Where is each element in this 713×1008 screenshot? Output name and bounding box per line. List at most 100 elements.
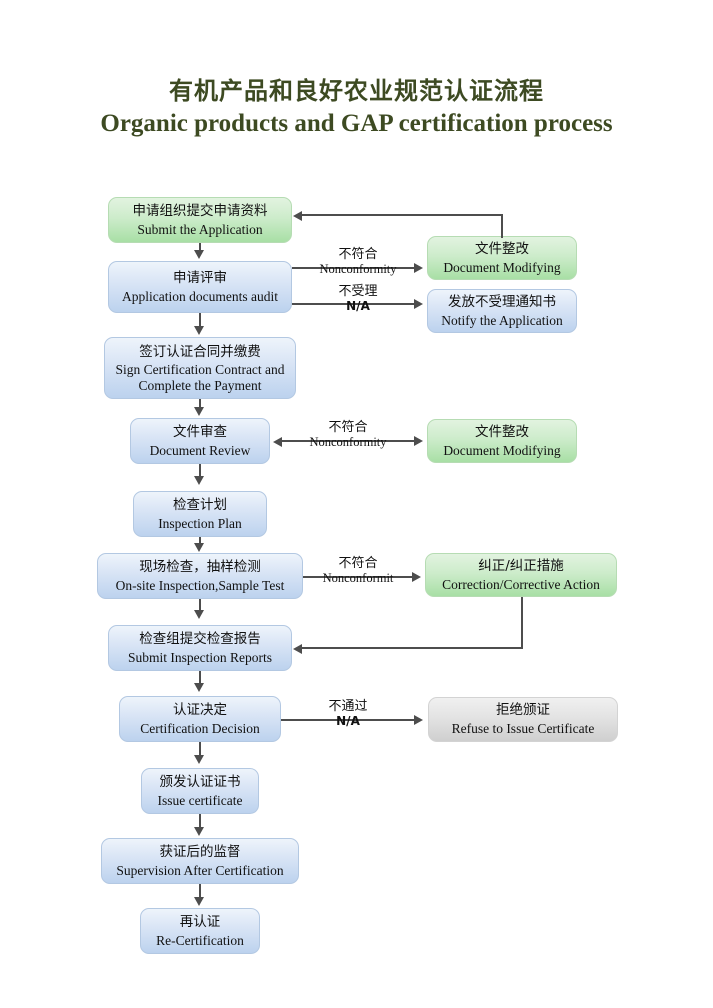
arrowhead-down — [194, 543, 204, 552]
connector-review-to-plan — [199, 464, 201, 478]
node-label-en: Certification Decision — [140, 720, 260, 736]
node-sign-contract[interactable]: 签订认证合同并缴费 Sign Certification Contract an… — [104, 337, 296, 399]
edge-label-cn: 不受理 — [338, 284, 378, 299]
node-document-modifying-1[interactable]: 文件整改 Document Modifying — [427, 236, 577, 280]
node-label-cn: 纠正/纠正措施 — [478, 557, 564, 574]
arrowhead-right — [414, 436, 423, 446]
node-label-en: Submit Inspection Reports — [128, 649, 272, 665]
connector-plan-to-onsite — [199, 537, 201, 546]
node-refuse-certificate[interactable]: 拒绝颁证 Refuse to Issue Certificate — [428, 697, 618, 742]
arrowhead-down — [194, 755, 204, 764]
connector-reports-to-decision — [199, 671, 201, 685]
node-label-en: Refuse to Issue Certificate — [451, 721, 595, 736]
node-label-cn: 认证决定 — [173, 701, 227, 718]
edge-label-cn: 不符合 — [338, 247, 378, 262]
edge-label-en: Nonconformity — [309, 435, 387, 449]
connector-decision-to-issue — [199, 742, 201, 757]
edge-label-en: N/A — [346, 299, 370, 313]
node-label-cn: 签订认证合同并缴费 — [139, 343, 261, 360]
connector-correction-feedback-vertical — [521, 597, 523, 648]
edge-label-audit-nonconformity: 不符合 Nonconformity — [303, 247, 413, 277]
arrowhead-down — [194, 476, 204, 485]
page-title: 有机产品和良好农业规范认证流程 Organic products and GAP… — [0, 76, 713, 140]
node-label-cn: 申请评审 — [173, 269, 227, 286]
connector-submit-to-audit — [199, 243, 201, 252]
arrowhead-down — [194, 897, 204, 906]
connector-onsite-to-reports — [199, 599, 201, 612]
edge-label-en: N/A — [336, 714, 360, 728]
node-label-en: Supervision After Certification — [116, 862, 284, 878]
node-label-en: Notify the Application — [441, 312, 563, 328]
node-label-en: Re-Certification — [156, 932, 244, 948]
arrowhead-down — [194, 683, 204, 692]
page-title-english: Organic products and GAP certification p… — [100, 110, 613, 137]
node-label-en: Correction/Corrective Action — [442, 576, 600, 592]
connector-issue-to-supervision — [199, 814, 201, 829]
node-label-en: Document Modifying — [443, 259, 561, 275]
connector-modifying-feedback-horizontal — [302, 214, 503, 216]
connector-audit-to-contract — [199, 313, 201, 328]
node-label-en: Submit the Application — [137, 221, 263, 237]
node-label-cn: 文件整改 — [475, 423, 529, 440]
node-label-cn: 检查组提交检查报告 — [139, 630, 261, 647]
node-label-cn: 发放不受理通知书 — [448, 293, 556, 310]
arrowhead-right — [414, 715, 423, 725]
arrowhead-right — [414, 263, 423, 273]
arrowhead-down — [194, 827, 204, 836]
node-notify-application[interactable]: 发放不受理通知书 Notify the Application — [427, 289, 577, 333]
connector-decision-to-refuse — [281, 719, 415, 721]
connector-contract-to-review — [199, 399, 201, 409]
connector-review-modifying — [282, 440, 415, 442]
edge-label-en: Nonconformity — [319, 262, 397, 276]
node-inspection-plan[interactable]: 检查计划 Inspection Plan — [133, 491, 267, 537]
node-recertification[interactable]: 再认证 Re-Certification — [140, 908, 260, 954]
arrowhead-down — [194, 407, 204, 416]
node-document-review[interactable]: 文件审查 Document Review — [130, 418, 270, 464]
node-label-cn: 检查计划 — [173, 496, 227, 513]
node-label-cn: 申请组织提交申请资料 — [132, 202, 268, 219]
arrowhead-right — [412, 572, 421, 582]
connector-correction-feedback-horizontal — [302, 647, 523, 649]
edge-label-review-nonconformity: 不符合 Nonconformity — [293, 420, 403, 450]
edge-label-cn: 不符合 — [328, 420, 368, 435]
node-label-cn: 文件审查 — [173, 423, 227, 440]
node-certification-decision[interactable]: 认证决定 Certification Decision — [119, 696, 281, 742]
edge-label-en: Nonconformit — [322, 571, 394, 585]
node-submit-reports[interactable]: 检查组提交检查报告 Submit Inspection Reports — [108, 625, 292, 671]
node-label-en: Document Modifying — [443, 442, 561, 458]
arrowhead-left — [293, 644, 302, 654]
arrowhead-left — [293, 211, 302, 221]
node-label-en: Inspection Plan — [158, 515, 242, 531]
node-document-modifying-2[interactable]: 文件整改 Document Modifying — [427, 419, 577, 463]
node-label-en: Issue certificate — [157, 792, 243, 808]
node-onsite-inspection[interactable]: 现场检查，抽样检测 On-site Inspection,Sample Test — [97, 553, 303, 599]
node-label-cn: 获证后的监督 — [159, 843, 241, 860]
edge-label-audit-na: 不受理 N/A — [303, 284, 413, 314]
node-label-en: Document Review — [149, 442, 251, 458]
node-submit-application[interactable]: 申请组织提交申请资料 Submit the Application — [108, 197, 292, 243]
node-label-en: Application documents audit — [122, 288, 278, 304]
node-supervision[interactable]: 获证后的监督 Supervision After Certification — [101, 838, 299, 884]
node-application-audit[interactable]: 申请评审 Application documents audit — [108, 261, 292, 313]
node-issue-certificate[interactable]: 颁发认证证书 Issue certificate — [141, 768, 259, 814]
node-label-en: On-site Inspection,Sample Test — [115, 577, 285, 593]
arrowhead-down — [194, 250, 204, 259]
connector-supervision-to-recertification — [199, 884, 201, 899]
edge-label-onsite-nonconformit: 不符合 Nonconformit — [303, 556, 413, 586]
node-label-cn: 拒绝颁证 — [496, 702, 550, 718]
node-label-en: Sign Certification Contract and Complete… — [115, 361, 285, 393]
node-label-cn: 颁发认证证书 — [159, 773, 241, 790]
node-label-cn: 文件整改 — [475, 240, 529, 257]
node-label-cn: 再认证 — [179, 913, 221, 930]
node-correction[interactable]: 纠正/纠正措施 Correction/Corrective Action — [425, 553, 617, 597]
edge-label-cn: 不符合 — [338, 556, 378, 571]
page-title-chinese: 有机产品和良好农业规范认证流程 — [169, 77, 544, 105]
connector-audit-to-notify — [292, 303, 415, 305]
connector-audit-to-modifying — [292, 267, 415, 269]
arrowhead-down — [194, 610, 204, 619]
connector-onsite-to-correction — [303, 576, 413, 578]
arrowhead-down — [194, 326, 204, 335]
node-label-cn: 现场检查，抽样检测 — [139, 558, 261, 575]
edge-label-cn: 不通过 — [328, 699, 368, 714]
connector-modifying-feedback-vertical — [501, 214, 503, 238]
